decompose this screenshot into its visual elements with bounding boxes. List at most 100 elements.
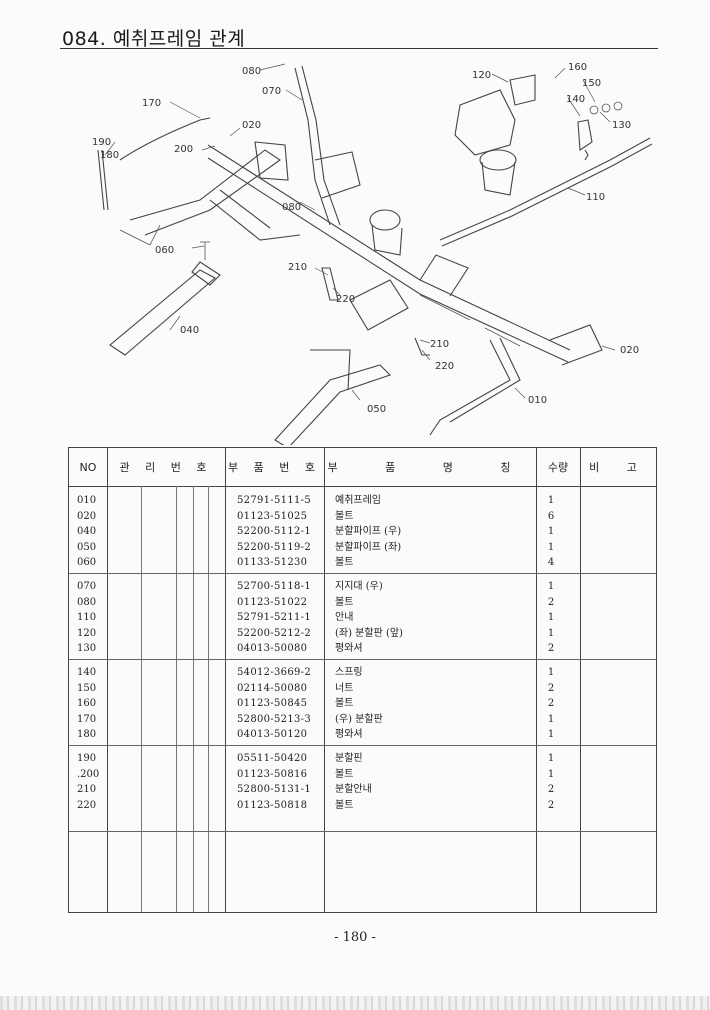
callout-180: 180 (100, 150, 119, 161)
row-no: 020 (77, 510, 97, 522)
row-qty: 1 (547, 713, 555, 725)
row-part-name: 볼트 (335, 799, 354, 811)
row-qty: 2 (547, 643, 555, 655)
row-no: 170 (77, 713, 97, 725)
callout-190: 190 (92, 137, 111, 148)
title-rule (60, 48, 658, 49)
row-qty: 4 (547, 557, 555, 569)
row-part-number: 54012-3669-2 (237, 667, 311, 678)
header-part-name: 부 품 명 칭 (327, 461, 533, 474)
row-qty: 1 (547, 526, 555, 538)
row-no: 180 (77, 729, 97, 741)
header-qty: 수량 (547, 461, 569, 474)
row-part-name: (좌) 분할판 (앞) (335, 627, 403, 639)
row-part-name: 예취프레임 (335, 495, 381, 506)
group-divider (69, 659, 656, 660)
row-part-number: 01123-51025 (237, 510, 308, 522)
row-qty: 2 (547, 596, 555, 608)
frame-010-drawing (207, 144, 603, 436)
col-divider-sub (208, 486, 209, 912)
row-qty: 2 (547, 784, 555, 796)
row-part-number: 52200-5119-2 (237, 541, 311, 553)
callout-010: 010 (528, 395, 547, 406)
callout-210b: 210 (430, 339, 449, 350)
row-part-name: 볼트 (335, 510, 354, 522)
row-part-number: 01133-51230 (237, 557, 308, 569)
row-no: 050 (77, 541, 97, 553)
row-qty: 1 (547, 541, 555, 553)
col-divider (107, 448, 108, 912)
row-no: 040 (77, 526, 97, 538)
callout-220a: 220 (336, 294, 355, 305)
row-part-number: 02114-50080 (237, 682, 308, 694)
callout-120: 120 (472, 70, 491, 81)
guide-210-drawing (321, 267, 430, 356)
row-part-name: 분할파이프 (좌) (335, 541, 402, 553)
row-qty: 1 (547, 581, 555, 592)
callout-130: 130 (612, 120, 631, 131)
col-divider (536, 448, 537, 912)
row-part-name: 볼트 (335, 557, 354, 569)
row-part-number: 52800-5213-3 (237, 713, 311, 725)
callout-200: 200 (174, 144, 193, 155)
callout-040: 040 (180, 325, 199, 336)
callout-170: 170 (142, 98, 161, 109)
bolt-060-drawing (200, 241, 210, 260)
row-qty: 1 (547, 612, 555, 624)
row-part-number: 04013-50120 (237, 729, 308, 741)
row-no: 150 (77, 682, 97, 694)
row-part-number: 52200-5212-2 (237, 627, 311, 639)
row-qty: 2 (547, 799, 555, 811)
support-070-drawing (294, 65, 341, 226)
row-part-name: 볼트 (335, 768, 354, 780)
row-part-number: 01123-50818 (237, 799, 308, 811)
row-part-name: 너트 (335, 682, 354, 694)
row-part-name: 지지대 (우) (335, 581, 383, 592)
col-divider-sub (193, 486, 194, 912)
row-no: 010 (77, 495, 97, 506)
callout-020b: 020 (620, 345, 639, 356)
callout-110: 110 (586, 192, 605, 203)
row-part-number: 04013-50080 (237, 643, 308, 655)
row-part-number: 52791-5111-5 (237, 495, 311, 506)
callout-220b: 220 (435, 361, 454, 372)
row-part-name: 분할파이프 (우) (335, 526, 402, 538)
row-no: 140 (77, 667, 97, 678)
row-part-name: 평와셔 (335, 729, 363, 741)
header-divider (69, 486, 656, 487)
header-part-number: 부 품 번 호 (228, 461, 321, 474)
page-title: 084. 예취프레임 관계 (62, 28, 246, 50)
rod-170-drawing (119, 117, 211, 161)
row-no: 160 (77, 698, 97, 710)
row-part-name: 안내 (335, 612, 354, 624)
row-no: 130 (77, 643, 97, 655)
group-divider (69, 831, 656, 832)
row-no: 110 (77, 612, 97, 624)
col-divider (225, 448, 226, 912)
col-divider (324, 448, 325, 912)
frame-upper-drawing (119, 141, 301, 246)
row-part-number: 05511-50420 (237, 753, 308, 764)
row-no: 080 (77, 596, 97, 608)
col-divider-sub (141, 486, 142, 912)
row-qty: 1 (547, 627, 555, 639)
row-qty: 1 (547, 729, 555, 741)
row-part-number: 01123-50845 (237, 698, 308, 710)
callout-070: 070 (262, 86, 281, 97)
row-part-name: (우) 분할판 (335, 713, 383, 725)
header-mgmt-number: 관 리 번 호 (119, 461, 213, 474)
row-qty: 1 (547, 753, 555, 764)
row-qty: 2 (547, 698, 555, 710)
callout-160: 160 (568, 62, 587, 73)
